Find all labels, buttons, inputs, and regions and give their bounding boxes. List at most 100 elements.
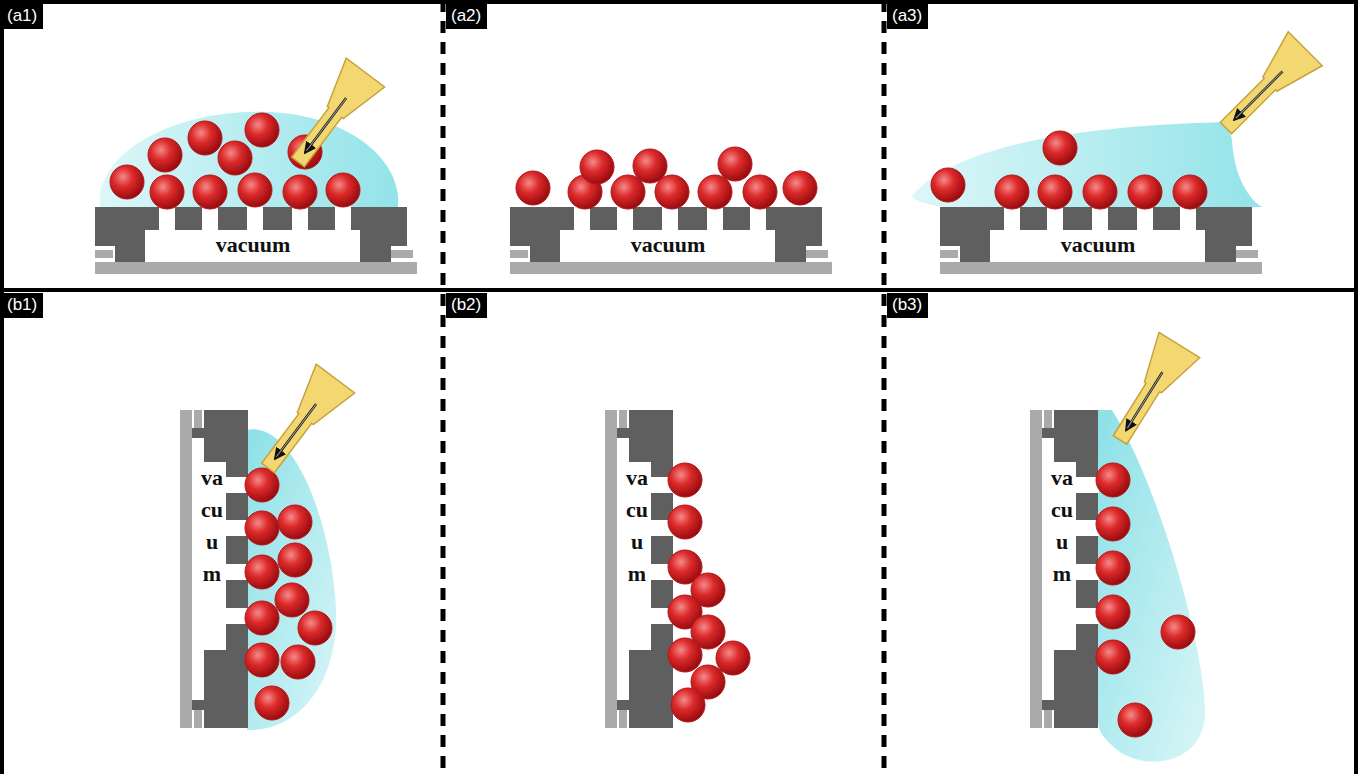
pipette — [1209, 32, 1322, 145]
pore — [1004, 206, 1020, 231]
flow-arrow — [275, 404, 316, 458]
chip-base — [510, 262, 832, 274]
chip-body — [510, 207, 822, 262]
particle — [995, 175, 1029, 209]
chamber-label: vacuum — [631, 232, 706, 258]
pore — [662, 206, 678, 231]
particle — [218, 141, 252, 175]
flow-arrow — [305, 98, 346, 152]
pore — [707, 206, 723, 231]
chip-step — [619, 410, 627, 430]
pipette-body — [249, 364, 355, 482]
chip-base — [1030, 410, 1042, 728]
pore — [335, 206, 351, 231]
particle — [238, 173, 272, 207]
particle — [245, 601, 279, 635]
pipette — [279, 58, 385, 176]
particle — [245, 555, 279, 589]
pore — [1075, 477, 1099, 493]
liquid-droplet — [100, 112, 399, 207]
particle — [150, 175, 184, 209]
particle — [1096, 595, 1130, 629]
chamber-label: vacuum — [216, 232, 291, 258]
particle — [668, 505, 702, 539]
pipette — [1100, 332, 1200, 452]
chamber-label: vacuum — [1051, 462, 1073, 590]
flow-arrow-outline — [1236, 71, 1283, 118]
chip-horizontal — [510, 206, 832, 274]
pore — [1075, 520, 1099, 536]
particle — [1096, 551, 1130, 585]
particle — [281, 645, 315, 679]
particle — [275, 583, 309, 617]
particle — [698, 175, 732, 209]
particle — [580, 150, 614, 184]
panel-label: (b1) — [2, 293, 43, 318]
panel-label: (b3) — [887, 293, 928, 318]
pore — [1092, 206, 1108, 231]
particle — [110, 165, 144, 199]
chip-step — [194, 410, 202, 430]
column-divider — [441, 0, 446, 774]
chip-horizontal — [95, 206, 417, 274]
pore — [617, 206, 633, 231]
flow-arrow — [1234, 71, 1282, 119]
particle — [668, 638, 702, 672]
pore — [292, 206, 308, 231]
particle — [1083, 175, 1117, 209]
panel-label: (b2) — [446, 293, 487, 318]
row-divider — [0, 288, 1358, 292]
particle — [326, 173, 360, 207]
pore — [202, 206, 218, 231]
particle — [716, 641, 750, 675]
pipette — [249, 364, 355, 482]
chip-step — [510, 250, 528, 258]
particle — [516, 171, 550, 205]
particle — [278, 543, 312, 577]
particle — [283, 175, 317, 209]
chip-step — [391, 250, 413, 258]
pore — [1075, 564, 1099, 580]
particle — [718, 147, 752, 181]
chip-step — [1236, 250, 1258, 258]
particle — [1096, 463, 1130, 497]
pore — [1047, 206, 1063, 231]
chip-vertical — [1030, 410, 1099, 728]
pore — [1137, 206, 1153, 231]
chamber-label: vacuum — [1061, 232, 1136, 258]
particle — [633, 149, 667, 183]
particle — [193, 175, 227, 209]
column-divider — [882, 0, 887, 774]
flow-arrow-outline — [306, 98, 346, 151]
pore — [750, 206, 766, 231]
particle — [245, 511, 279, 545]
chip-base — [605, 410, 617, 728]
pore — [159, 206, 175, 231]
chamber-label: vacuum — [201, 462, 223, 590]
chip-body — [95, 207, 407, 262]
chip-step — [1044, 410, 1052, 430]
particle — [1161, 615, 1195, 649]
pore — [1075, 608, 1099, 624]
chip-step — [806, 250, 828, 258]
chip-vertical — [605, 410, 674, 728]
chip-base — [180, 410, 192, 728]
particle — [743, 175, 777, 209]
panel-label: (a2) — [446, 4, 487, 29]
particle — [245, 113, 279, 147]
particle — [1096, 640, 1130, 674]
pipette-body — [1100, 332, 1200, 452]
chip-body — [192, 410, 248, 728]
flow-arrow-outline — [1127, 372, 1162, 428]
panel-label: (a1) — [2, 4, 43, 29]
chip-base — [940, 262, 1262, 274]
chip-step — [95, 250, 113, 258]
chip-step — [940, 250, 958, 258]
chip-body — [617, 410, 673, 728]
chip-body — [1042, 410, 1098, 728]
particle — [255, 686, 289, 720]
pipette-body — [1209, 32, 1322, 145]
pore — [1180, 206, 1196, 231]
